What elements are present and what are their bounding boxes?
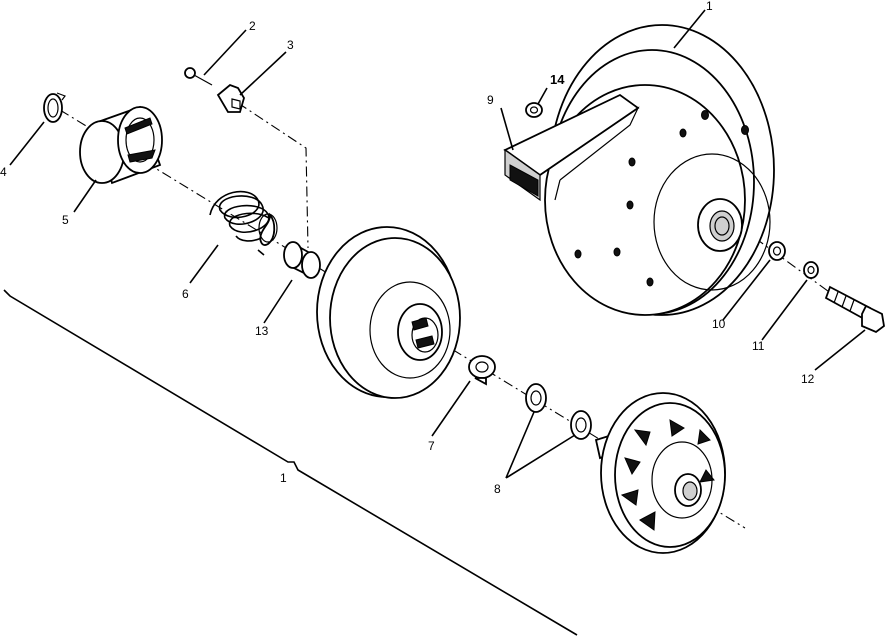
part-labels: 1 2 3 4 5 6 13 7 8 1 9 14 10 11 12 [0, 0, 815, 496]
washer-10 [768, 241, 786, 261]
screw-2 [184, 67, 213, 86]
label-1-bottom: 1 [280, 471, 287, 485]
label-11: 11 [752, 339, 765, 353]
washer-8b [570, 410, 592, 440]
label-4: 4 [0, 165, 7, 179]
label-13: 13 [255, 324, 269, 338]
label-14: 14 [550, 72, 565, 87]
label-7: 7 [428, 439, 435, 453]
cam-5 [79, 105, 163, 185]
bushing-13 [283, 241, 321, 279]
washer-14 [525, 102, 543, 118]
label-9: 9 [487, 93, 494, 107]
spacer-7 [468, 355, 496, 386]
label-2: 2 [249, 19, 256, 33]
spring-6 [209, 190, 278, 256]
washer-8a [525, 383, 547, 413]
snap-ring-4 [43, 92, 66, 123]
label-12: 12 [801, 372, 815, 386]
label-6: 6 [182, 287, 189, 301]
helix-assembly [594, 392, 726, 554]
drive-belt [503, 93, 640, 202]
label-10: 10 [712, 317, 726, 331]
base-line [3, 289, 578, 636]
sheave-assembly-top [544, 24, 775, 316]
leader-lines [9, 9, 866, 479]
lock-washer-11 [803, 261, 819, 279]
bolt-12 [824, 285, 885, 334]
label-5: 5 [62, 213, 69, 227]
stationary-sheave [316, 226, 461, 399]
label-3: 3 [287, 38, 294, 52]
label-8: 8 [494, 482, 501, 496]
button-3 [216, 83, 245, 113]
label-1-top: 1 [706, 0, 713, 13]
